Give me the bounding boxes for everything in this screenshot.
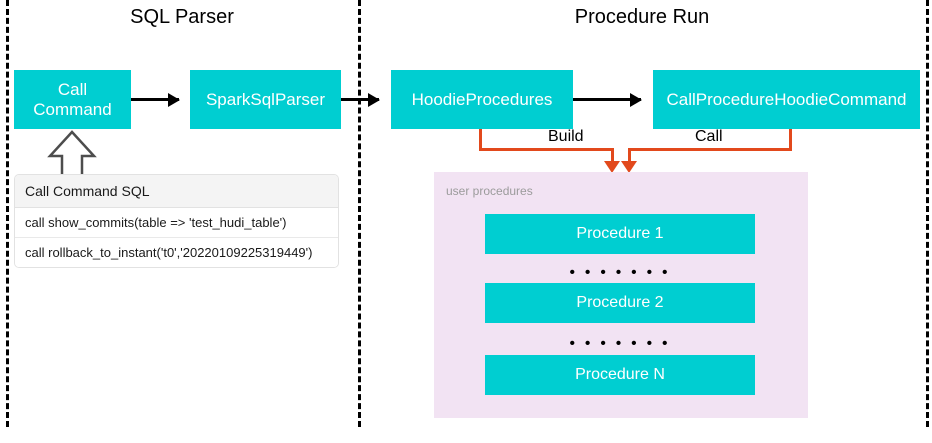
- build-arrowhead-icon: [604, 161, 620, 173]
- divider-left-boundary: [6, 0, 9, 427]
- user-procedures-panel: user procedures Procedure 1 • • • • • • …: [434, 172, 808, 418]
- call-connector-segment: [628, 148, 792, 151]
- call-command-sql-list: Call Command SQL call show_commits(table…: [14, 174, 339, 268]
- section-title-procedure-run: Procedure Run: [574, 6, 710, 28]
- procedure-ellipsis-separator: • • • • • • •: [569, 335, 671, 352]
- call-arrowhead-icon: [621, 161, 637, 173]
- node-call-command-line2: Command: [33, 99, 112, 119]
- node-hoodie-procedures[interactable]: HoodieProcedures: [391, 70, 573, 129]
- node-call-command[interactable]: Call Command: [14, 70, 131, 129]
- arrow-call-command-to-spark-sql-parser-icon: [131, 98, 179, 101]
- procedure-item[interactable]: Procedure N: [485, 355, 755, 395]
- procedure-item[interactable]: Procedure 1: [485, 214, 755, 254]
- node-spark-sql-parser[interactable]: SparkSqlParser: [190, 70, 341, 129]
- call-connector-segment: [789, 129, 792, 151]
- list-item[interactable]: call show_commits(table => 'test_hudi_ta…: [15, 208, 338, 238]
- node-call-procedure-hoodie-command[interactable]: CallProcedureHoodieCommand: [653, 70, 920, 129]
- user-procedures-panel-label: user procedures: [446, 184, 533, 198]
- procedure-ellipsis-separator: • • • • • • •: [569, 264, 671, 281]
- divider-right-boundary: [926, 0, 929, 427]
- arrow-spark-sql-parser-to-hoodie-procedures-icon: [341, 98, 379, 101]
- procedure-item[interactable]: Procedure 2: [485, 283, 755, 323]
- call-command-sql-list-header: Call Command SQL: [15, 175, 338, 208]
- node-call-command-line1: Call: [57, 79, 88, 99]
- build-connector-segment: [479, 129, 482, 151]
- list-item[interactable]: call rollback_to_instant('t0','202201092…: [15, 238, 338, 267]
- call-connector-segment: [628, 148, 631, 164]
- build-connector-segment: [611, 148, 614, 164]
- build-connector-segment: [479, 148, 614, 151]
- arrow-up-hollow-icon: [47, 130, 97, 178]
- arrow-hoodie-procedures-to-call-procedure-hoodie-command-icon: [573, 98, 641, 101]
- edge-label-build: Build: [548, 128, 584, 145]
- section-title-sql-parser: SQL Parser: [130, 6, 234, 28]
- divider-middle-boundary: [358, 0, 361, 427]
- edge-label-call: Call: [695, 128, 723, 145]
